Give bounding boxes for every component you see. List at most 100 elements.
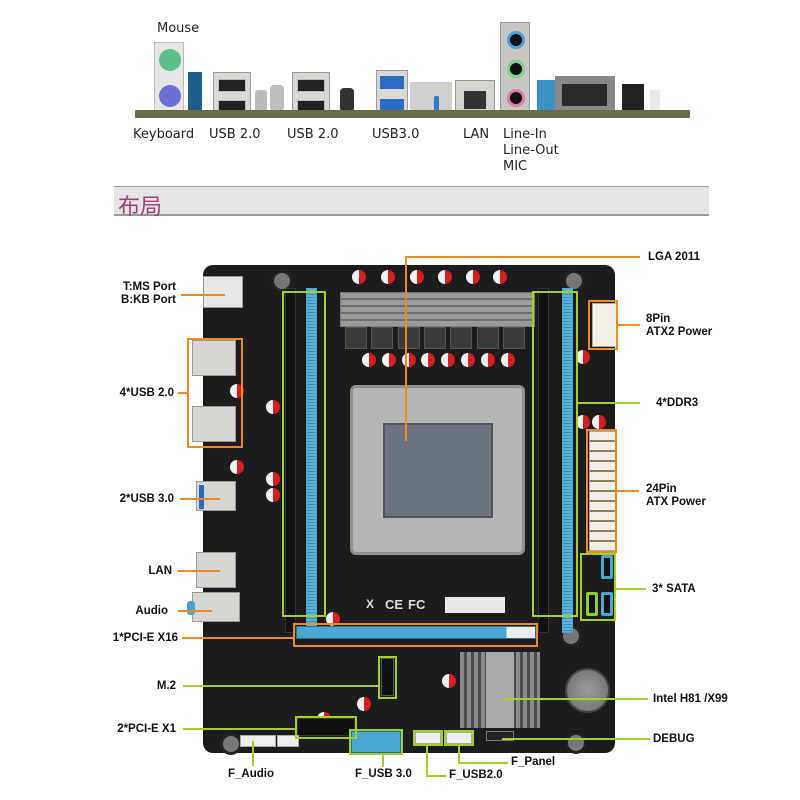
leader-ms-kb <box>181 294 225 296</box>
fan-header <box>277 735 299 747</box>
board-usb2-stack-a <box>192 340 236 376</box>
callout-f-audio: F_Audio <box>228 768 274 780</box>
callout-lga2011: LGA 2011 <box>648 251 700 263</box>
dimm-slot-b1 <box>538 288 549 633</box>
serial-sticker <box>445 597 505 613</box>
choke-icon <box>371 327 393 349</box>
mount-hole-icon <box>563 270 585 292</box>
capacitor-icon <box>230 384 244 398</box>
capacitor-icon <box>340 88 354 112</box>
leader-lga-v <box>405 256 407 441</box>
pcb-edge <box>135 110 690 118</box>
leader-pcie1 <box>183 728 296 730</box>
highlight-f-usb3 <box>349 729 403 755</box>
mount-hole-icon <box>220 733 242 755</box>
callout-pcie-x16: 1*PCI-E X16 <box>112 632 178 644</box>
label-usb2-a: USB 2.0 <box>209 127 261 142</box>
rj45-icon <box>464 91 486 109</box>
callout-atx24-line2: ATX Power <box>646 496 706 508</box>
mount-hole-icon <box>271 270 293 292</box>
leader-m2 <box>183 685 379 687</box>
leader-f-usb2-h <box>426 775 446 777</box>
leader-atx8 <box>618 324 640 326</box>
callout-ms-kb: T:MS Port B:KB Port <box>100 281 176 307</box>
dimm-slot-a1 <box>285 288 296 633</box>
highlight-atx24 <box>586 429 617 553</box>
capacitor-icon <box>255 90 267 112</box>
ps2-mouse-port-icon <box>159 49 181 71</box>
choke-icon <box>450 327 472 349</box>
leader-f-usb2-v <box>426 746 428 776</box>
leader-debug <box>502 738 650 740</box>
choke-icon <box>398 327 420 349</box>
label-mouse: Mouse <box>157 21 200 36</box>
sata-port-2 <box>586 592 598 616</box>
jumper-icon <box>434 96 439 112</box>
f-usb2-header <box>415 732 441 744</box>
capacitor-icon <box>481 353 495 367</box>
usb-port-icon <box>218 79 246 92</box>
capacitor-icon <box>592 415 606 429</box>
weee-mark: X <box>366 597 375 611</box>
leader-atx24 <box>617 490 639 492</box>
choke-icon <box>503 327 525 349</box>
leader-sata <box>616 588 646 590</box>
choke-icon <box>345 327 367 349</box>
highlight-dimm-left <box>282 291 326 617</box>
label-line-in: Line-In <box>503 127 547 142</box>
audio-jack-icon <box>187 601 195 615</box>
capacitor-icon <box>441 353 455 367</box>
capacitor-icon <box>501 353 515 367</box>
highlight-dimm-right <box>532 291 578 617</box>
board-audio-jack <box>187 592 240 622</box>
callout-kb-port: B:KB Port <box>121 294 176 306</box>
capacitor-icon <box>266 400 280 414</box>
leader-pcie16 <box>182 637 294 639</box>
capacitor-icon <box>576 415 590 429</box>
sata-port-3 <box>601 592 613 616</box>
callout-f-usb30: F_USB 3.0 <box>355 768 412 780</box>
callout-debug: DEBUG <box>653 733 695 745</box>
callout-lan: LAN <box>148 565 172 577</box>
capacitor-icon <box>381 270 395 284</box>
sata-port-1 <box>601 555 613 579</box>
highlight-f-panel <box>444 730 474 746</box>
io-component <box>410 82 452 112</box>
board-usb3-stack <box>196 481 236 511</box>
leader-f-usb3 <box>382 755 384 767</box>
io-component <box>562 84 607 106</box>
label-mic: MIC <box>503 159 528 174</box>
capacitor-icon <box>362 353 376 367</box>
highlight-atx8 <box>588 300 618 350</box>
atx2-8pin-connector <box>592 303 618 347</box>
capacitor-icon <box>421 353 435 367</box>
highlight-sata <box>580 553 616 621</box>
capacitor-icon <box>382 353 396 367</box>
label-line-out: Line-Out <box>503 143 559 158</box>
capacitor-icon <box>442 674 456 688</box>
callout-pcie-x1: 2*PCI-E X1 <box>117 723 176 735</box>
leader-usb30 <box>180 498 220 500</box>
callout-atx24-line1: 24Pin <box>646 483 677 495</box>
f-usb3-header <box>351 731 401 753</box>
leader-f-panel-h <box>458 762 508 764</box>
callout-audio: Audio <box>135 605 168 617</box>
leader-ddr3 <box>578 402 640 404</box>
section-title: 布局 <box>118 195 163 220</box>
label-lan: LAN <box>463 127 490 142</box>
leader-usb20 <box>178 392 188 394</box>
choke-icon <box>477 327 499 349</box>
f-panel-header <box>446 732 472 744</box>
callout-atx24: 24Pin ATX Power <box>646 483 706 509</box>
cmos-battery <box>565 668 610 713</box>
capacitor-icon <box>352 270 366 284</box>
leader-lga-h <box>405 256 640 258</box>
io-component <box>537 80 557 110</box>
leader-audio <box>178 610 212 612</box>
capacitor-icon <box>466 270 480 284</box>
callout-sata: 3* SATA <box>652 583 696 595</box>
chipset-heatsink-plate <box>486 652 514 728</box>
cpu-socket-lga2011 <box>350 385 525 555</box>
callout-ms-port: T:MS Port <box>122 281 176 293</box>
highlight-m2 <box>378 656 397 699</box>
